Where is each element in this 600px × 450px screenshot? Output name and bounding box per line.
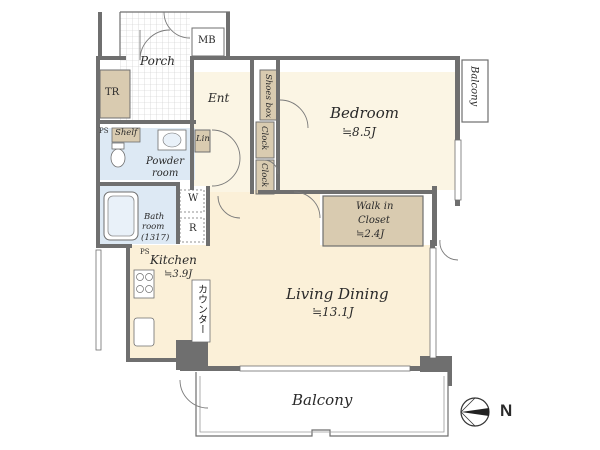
powder-room-line1: Powder <box>146 156 185 167</box>
balcony-bottom-label: Balcony <box>292 391 353 409</box>
mb-label: MB <box>198 35 216 46</box>
refrigerator-label: R <box>189 223 197 234</box>
toilet-icon <box>110 148 126 168</box>
ps-label-1: PS <box>99 127 109 135</box>
right-balcony <box>461 59 489 123</box>
kitchen-name: Kitchen <box>150 253 197 267</box>
living-dining-area: ≒13.1J <box>312 305 354 319</box>
walk-in-closet-line2: Closet <box>358 215 390 226</box>
lin-box <box>194 129 211 153</box>
mb-box <box>191 27 225 57</box>
stove-icon <box>133 269 155 299</box>
kitchen-sink-icon <box>133 317 155 347</box>
porch-floor <box>120 12 190 120</box>
washer-box <box>179 189 205 213</box>
bathroom-line1: Bath <box>144 212 165 222</box>
door-swings <box>139 11 459 409</box>
refrigerator-box <box>179 217 205 243</box>
bathroom-size: (1317) <box>141 233 170 243</box>
lin-label: Lin <box>196 134 210 144</box>
bottom-balcony <box>195 372 449 437</box>
shelf-box <box>111 127 141 143</box>
bedroom-area: ≒8.5J <box>342 125 376 139</box>
clock-label-2: Clock <box>258 163 269 188</box>
powder-room-line2: room <box>152 168 179 179</box>
walk-in-closet-floor <box>322 195 424 247</box>
kitchen-area: ≒3.9J <box>164 269 193 280</box>
clock-box-1 <box>255 121 275 159</box>
tr-box <box>99 69 131 119</box>
tr-label: TR <box>105 87 120 98</box>
compass-icon <box>460 397 490 427</box>
porch-outline <box>119 11 230 60</box>
porch-label: Porch <box>140 54 175 68</box>
windows <box>95 139 462 372</box>
counter-label: カウンター <box>195 284 207 334</box>
shelf-label: Shelf <box>115 128 138 138</box>
bathroom-line2: room <box>142 222 165 232</box>
living-dining-name: Living Dining <box>286 285 389 303</box>
compass-north-label: N <box>500 401 513 420</box>
walk-in-closet-area: ≒2.4J <box>356 229 385 240</box>
walk-in-closet-line1: Walk in <box>356 201 394 212</box>
bedroom-name: Bedroom <box>330 104 399 122</box>
balcony-right-label: Balcony <box>468 66 480 107</box>
bedroom-floor <box>278 72 455 190</box>
clock-label-1: Clock <box>258 126 269 151</box>
counter <box>191 279 211 343</box>
shoes-box-label: Shoes box <box>262 74 273 118</box>
living-dining-floor <box>208 190 430 370</box>
ps-label-2: PS <box>140 248 150 256</box>
entrance-floor <box>190 72 250 127</box>
entrance-label: Ent <box>208 91 230 105</box>
washer-label: W <box>188 193 199 204</box>
